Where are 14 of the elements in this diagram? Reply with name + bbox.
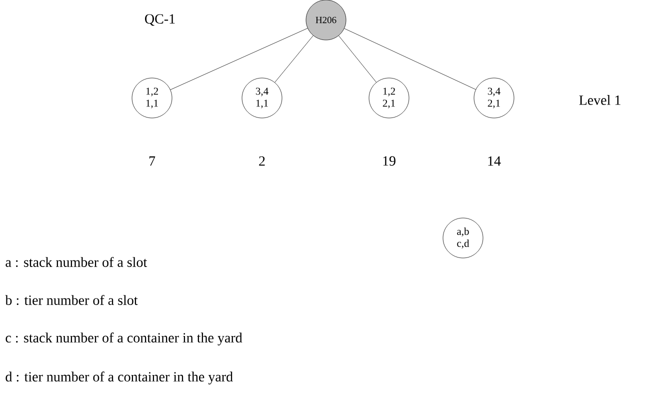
connector-line: [338, 36, 376, 82]
connector-line: [274, 35, 314, 83]
key-text: c : stack number of a container in the yard: [6, 332, 242, 346]
node-value: 19: [383, 156, 396, 166]
connector-line: [170, 28, 308, 90]
key-text: a : stack number of a slot: [6, 256, 148, 268]
key-text: b : tier number of a slot: [5, 294, 138, 306]
title-label: QC-1: [145, 14, 175, 26]
key-text: d : tier number of a container in the yard: [6, 372, 233, 384]
node-value: 14: [488, 156, 501, 166]
node-value: 7: [149, 156, 156, 166]
connector-line: [344, 28, 476, 90]
level-label: Level 1: [579, 95, 620, 105]
node-value: 2: [259, 156, 265, 166]
